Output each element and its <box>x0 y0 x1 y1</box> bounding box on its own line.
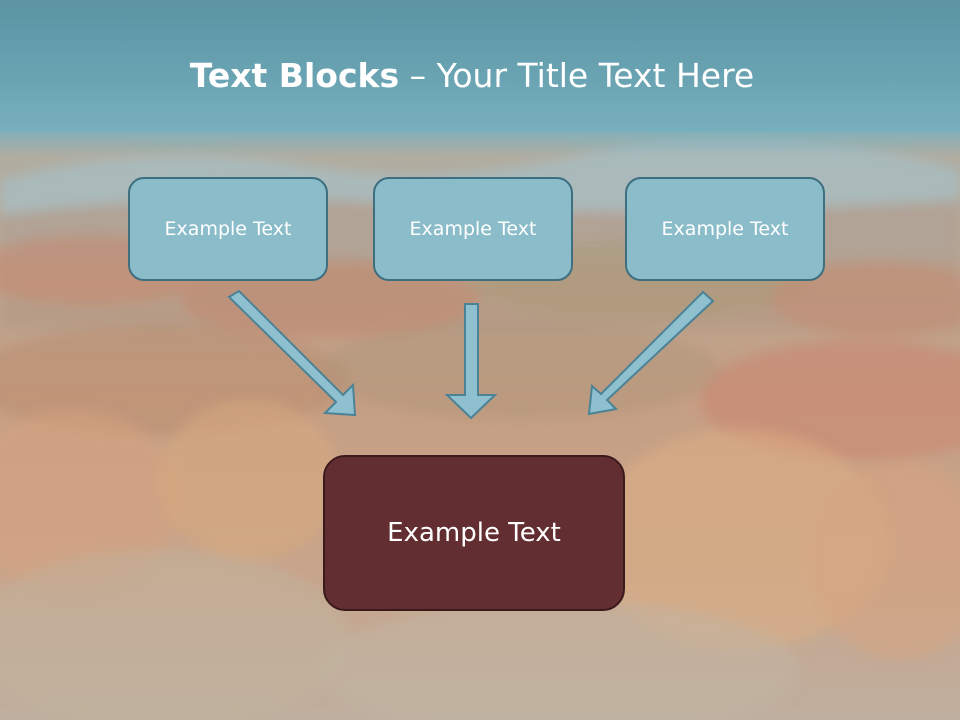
text-block-1: Example Text <box>128 177 328 281</box>
slide-title: Text Blocks – Your Title Text Here <box>0 54 944 98</box>
text-block-2: Example Text <box>373 177 573 281</box>
title-bar-fade <box>0 126 960 156</box>
title-bar <box>0 0 960 132</box>
title-rest: Your Title Text Here <box>436 56 755 95</box>
arrow-left-diagonal <box>227 289 357 417</box>
arrow-center-down <box>444 303 498 420</box>
target-block: Example Text <box>323 455 625 611</box>
arrow-right-diagonal <box>587 290 715 416</box>
title-bold: Text Blocks <box>189 56 400 95</box>
title-separator: – <box>399 56 437 95</box>
text-block-3: Example Text <box>625 177 825 281</box>
